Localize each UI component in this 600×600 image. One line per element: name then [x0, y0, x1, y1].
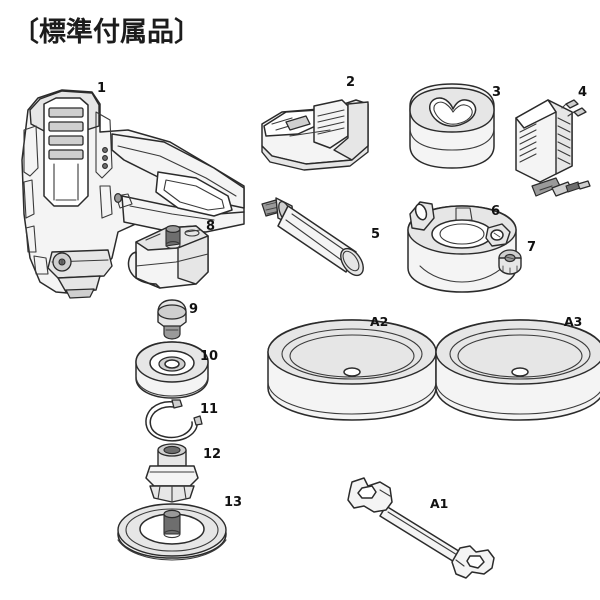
page-title: 〔標準付属品〕 [12, 17, 201, 48]
callout-6: 6 [491, 204, 501, 219]
callout-9: 9 [189, 302, 199, 317]
part-a3-polishing-bonnet [435, 319, 600, 421]
part-8-gear-housing [127, 225, 209, 289]
callout-1: 1 [97, 81, 107, 96]
part-2-battery-pack [261, 99, 369, 171]
callout-11: 11 [200, 402, 219, 417]
part-11-retaining-ring [145, 399, 203, 442]
callout-a3: A3 [564, 314, 583, 329]
callout-10: 10 [200, 349, 219, 364]
callout-2: 2 [346, 75, 356, 90]
part-9-rubber-cap [157, 299, 187, 340]
callout-a1: A1 [430, 496, 449, 511]
part-7-clamp-screw [498, 249, 522, 275]
part-a1-spanner-wrench [347, 477, 495, 579]
callout-a2: A2 [370, 314, 389, 329]
callout-3: 3 [492, 85, 502, 100]
part-6-guard-collar [407, 201, 517, 293]
callout-13: 13 [224, 495, 243, 510]
callout-12: 12 [203, 447, 222, 462]
callout-4: 4 [578, 85, 588, 100]
callout-8: 8 [206, 219, 216, 234]
part-5-side-handle [261, 197, 364, 277]
part-1-polisher-body [21, 89, 245, 299]
callout-7: 7 [527, 240, 537, 255]
part-13-backing-pad [117, 503, 227, 561]
part-4-ac-adapter [515, 99, 591, 197]
part-10-ball-bearing [135, 341, 209, 399]
part-12-spindle-nut [145, 443, 199, 503]
callout-5: 5 [371, 227, 381, 242]
part-a2-polishing-bonnet [267, 319, 437, 421]
part-3-charger-stand [409, 83, 495, 169]
